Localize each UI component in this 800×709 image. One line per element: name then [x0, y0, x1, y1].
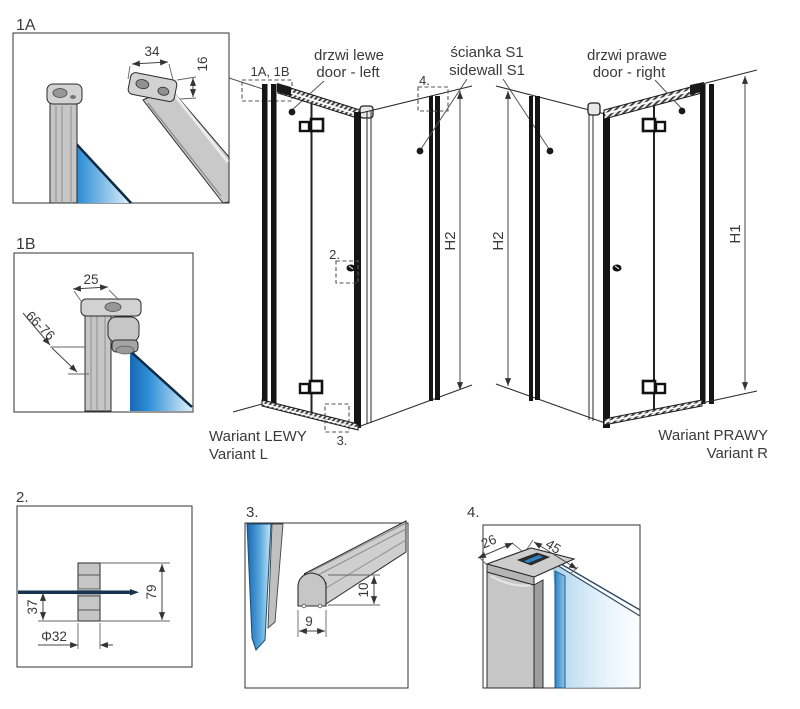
dim-line-34 — [131, 59, 169, 67]
detail-2: 2. 37 79 Φ32 — [16, 489, 193, 668]
dim-9: 9 — [305, 614, 313, 629]
callout-4-box — [417, 86, 449, 112]
wall-profile-right — [700, 84, 706, 404]
callout-2-label: 2. — [329, 247, 340, 262]
detail-2-label: 2. — [16, 489, 29, 506]
dim-line-26 — [477, 542, 514, 559]
bottom-rail — [261, 399, 359, 431]
dim-line-25 — [72, 284, 109, 292]
dim-25: 25 — [83, 272, 98, 287]
hinge-bottom — [308, 379, 324, 395]
detail-1b: 1B 25 66-76 — [13, 236, 194, 413]
callout-3-label: 3. — [337, 433, 348, 448]
detail-1b-label: 1B — [16, 236, 36, 253]
variant-left-caption-en: Variant L — [209, 446, 268, 463]
callout-2-box — [335, 260, 359, 284]
sidewall-bottom-edge — [495, 383, 606, 424]
glass-profile-strip — [267, 523, 284, 630]
threshold-section-face — [297, 572, 327, 607]
variant-right-caption-pl: Wariant PRAWY — [658, 427, 768, 444]
wall-support-arm — [142, 87, 230, 204]
dim-h1: H1 — [727, 224, 744, 243]
detail-1a: 1A 34 16 — [12, 17, 230, 204]
glass-edge — [127, 348, 193, 408]
dim-45: 45 — [543, 536, 564, 557]
variant-right-caption-en: Variant R — [707, 445, 769, 462]
variant-left-drawing: drzwi lewe door - left 1A, 1B 2. — [209, 47, 473, 463]
wall-profile-side — [533, 579, 544, 689]
hinge-top-small — [654, 120, 667, 133]
hinge-top — [641, 117, 657, 133]
detail-1a-label: 1A — [16, 17, 36, 34]
hinge-top-small — [298, 120, 311, 133]
sidewall-bottom-edge — [357, 384, 473, 428]
cap-front-edge — [486, 563, 535, 586]
cap-screw — [52, 88, 68, 98]
variant-left-caption-pl: Wariant LEWY — [209, 428, 307, 445]
dim-26: 26 — [479, 532, 499, 552]
dim-h2-right: H2 — [490, 231, 507, 250]
glass-tip — [130, 589, 139, 596]
detail-3-label: 3. — [246, 504, 259, 521]
hinge-bottom-small — [654, 382, 667, 395]
hinge-top — [309, 117, 325, 133]
detail-3: 3. 9 10 — [244, 504, 409, 689]
wall-profile-left-2 — [271, 84, 277, 404]
sidewall-top-edge — [360, 85, 473, 114]
corner-profile — [354, 112, 361, 428]
door-glass-wash — [552, 562, 640, 688]
corner-profile — [603, 112, 610, 428]
dim-line-45 — [533, 541, 578, 570]
leader-dot-sidewall-right — [546, 147, 554, 155]
arm-bracket-head — [127, 72, 178, 103]
glass-panel — [130, 352, 192, 411]
detail-4-label: 4. — [467, 504, 480, 521]
leader-dot-sidewall-left — [416, 147, 424, 155]
sidewall-rear-profile — [429, 96, 433, 401]
glass-top-edge-2 — [551, 561, 641, 617]
variant-right-drawing: drzwi prawe door - right H2 — [490, 47, 768, 462]
sidewall-glass-edge — [554, 570, 566, 689]
wall-profile-body — [486, 571, 535, 689]
glass-panel — [246, 523, 272, 651]
dim-16: 16 — [195, 56, 210, 71]
sidewall-label: ścianka S1 sidewall S1 — [416, 44, 554, 155]
sidewall-label-en: sidewall S1 — [449, 62, 525, 79]
hinge-bottom-small — [298, 382, 311, 395]
dim-line-66-76-a — [22, 312, 51, 346]
dim-line-66-76-b — [51, 347, 78, 373]
dim-79: 79 — [144, 584, 159, 599]
dim-phi32: Φ32 — [41, 629, 67, 644]
wall-profile-left — [262, 84, 268, 404]
glass-clamp — [107, 316, 140, 343]
wall-profile-section — [84, 312, 112, 412]
door-left-label-pl: drzwi lewe — [314, 47, 384, 64]
wall-profile-right-2 — [709, 84, 714, 404]
leader-dot-door-right — [678, 107, 686, 115]
callout-1a1b-label: 1A, 1B — [250, 64, 289, 79]
dim-10: 10 — [356, 582, 371, 597]
wall-profile-section — [49, 102, 78, 204]
corner-bracket — [587, 102, 601, 116]
door-left-label-en: door - left — [316, 64, 380, 81]
hinge-bottom — [641, 379, 657, 395]
sidewall-top-edge — [495, 85, 606, 115]
dim-37: 37 — [25, 599, 40, 614]
cap-screw — [104, 302, 122, 312]
door-right-label-pl: drzwi prawe — [587, 47, 667, 64]
leader-dot-door-left — [288, 108, 296, 116]
door-right-label-en: door - right — [593, 64, 666, 81]
dim-34: 34 — [144, 44, 160, 59]
sidewall-rear-profile-2 — [535, 96, 540, 400]
detail-4: 4. 26 45 — [467, 504, 641, 689]
dim-h2-left: H2 — [442, 231, 459, 250]
cap-detail — [70, 95, 76, 99]
callout-4-label: 4. — [419, 73, 430, 88]
rail-end-plate — [277, 83, 291, 96]
sidewall-rear-profile — [529, 96, 533, 401]
glass-edge-line — [18, 590, 130, 594]
sidewall-label-pl: ścianka S1 — [450, 44, 523, 61]
sidewall-rear-profile-2 — [435, 96, 440, 400]
